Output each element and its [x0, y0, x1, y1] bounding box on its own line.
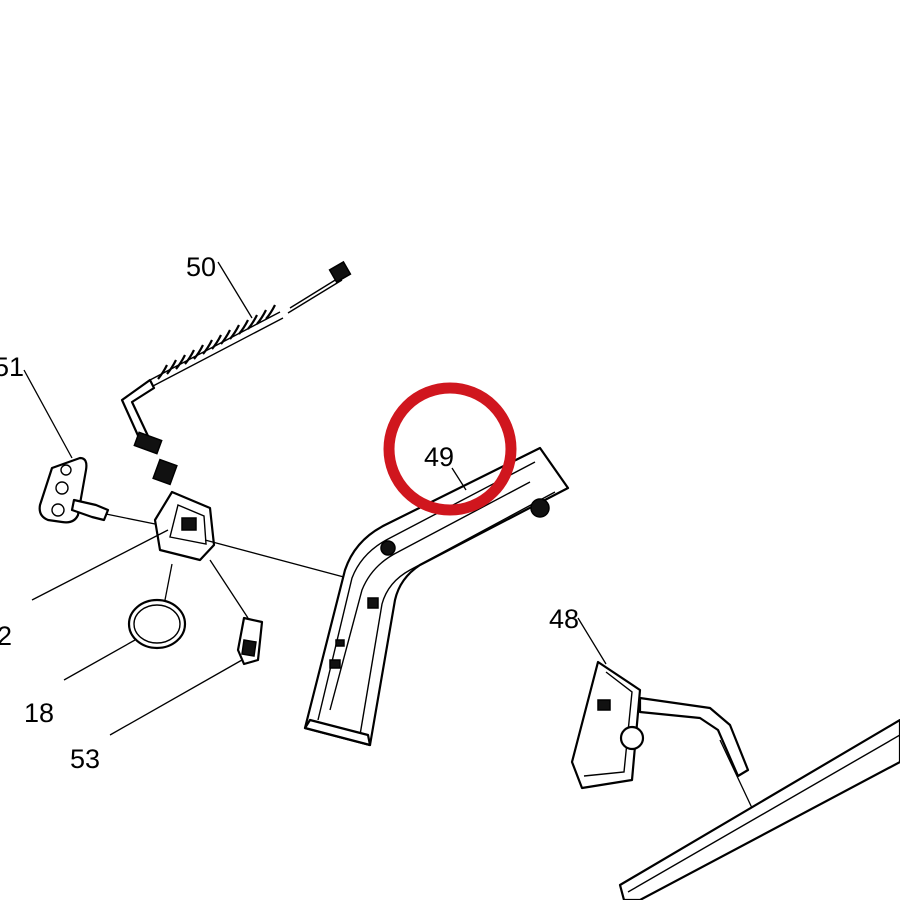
- part-49-handle-bar: [303, 446, 570, 747]
- spring-coil: [149, 304, 284, 387]
- callout-49: 49: [424, 442, 454, 472]
- rail: [618, 718, 900, 900]
- part-50-cable-spring: [120, 260, 352, 486]
- part-2-bracket: [31, 490, 356, 601]
- part-53-clip: [109, 559, 264, 736]
- callout-53: 53: [70, 744, 100, 774]
- part-48-sensor-bracket: [570, 617, 753, 809]
- part-51-terminal-plate: [23, 369, 161, 526]
- callout-2: 2: [0, 621, 12, 651]
- callout-18: 18: [24, 698, 54, 728]
- highlight-ring: [383, 382, 517, 516]
- part-18-o-ring: [63, 563, 187, 681]
- callout-48: 48: [549, 604, 579, 634]
- callout-51: 51: [0, 352, 24, 382]
- callout-50: 50: [186, 252, 216, 282]
